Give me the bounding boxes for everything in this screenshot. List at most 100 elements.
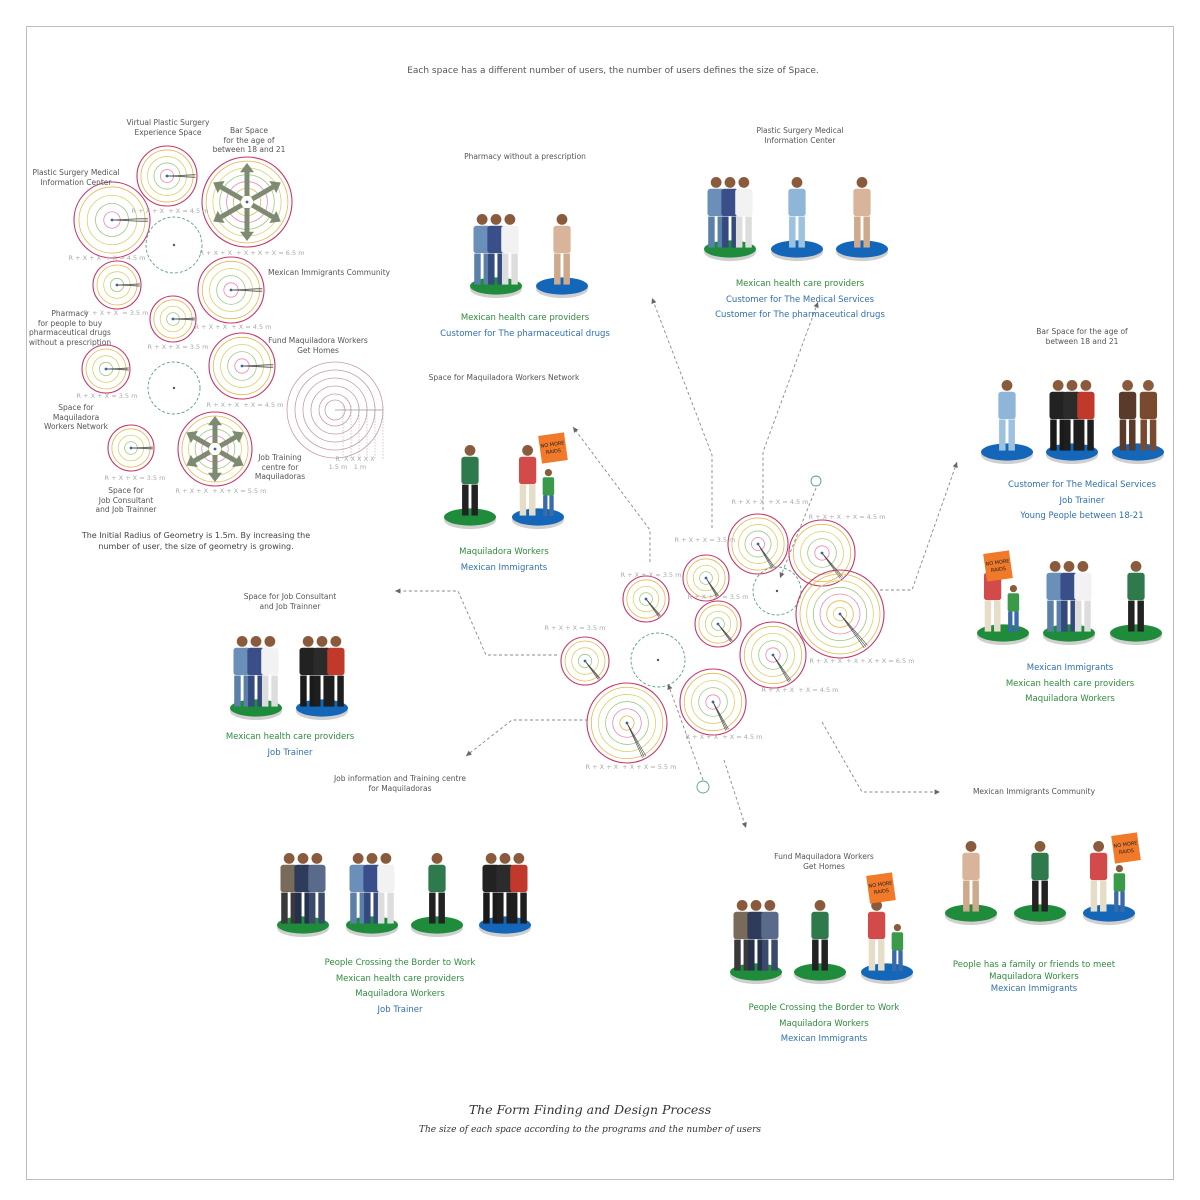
head	[893, 924, 902, 932]
leg	[243, 675, 251, 707]
ring-inner	[751, 537, 765, 551]
arrow-head	[813, 302, 819, 308]
cformula-bottom-mid: R + X + X + X = 4.5 m	[685, 733, 763, 741]
person-figure	[1113, 865, 1126, 913]
leg	[327, 675, 335, 707]
ring-inner	[692, 564, 720, 592]
sign-text: NO MORERAIDS	[985, 558, 1011, 574]
ring-center-dot	[625, 721, 629, 725]
platform-bar-suits	[1046, 380, 1098, 465]
scale-r-label: R X X X X X	[335, 455, 375, 463]
torso	[542, 477, 555, 496]
ring-center-dot	[583, 659, 587, 663]
torso	[707, 188, 725, 217]
center-dashed-lower	[630, 632, 686, 688]
leg	[497, 892, 504, 924]
arrow-head	[573, 427, 579, 433]
leg	[563, 253, 570, 285]
leg	[1064, 419, 1071, 451]
group-line-bar: Young People between 18-21	[1020, 511, 1144, 521]
leg	[506, 892, 513, 924]
torso	[1077, 391, 1095, 420]
head	[1143, 380, 1154, 391]
leg	[438, 892, 445, 924]
platform-community-immigrants	[1083, 841, 1135, 926]
radius-line	[705, 577, 718, 598]
arrow-line	[723, 759, 747, 829]
entry-node-bottom	[696, 780, 710, 794]
torso	[721, 188, 739, 217]
ring-center-dot	[165, 174, 169, 178]
arrow-line	[572, 426, 651, 562]
leg	[735, 216, 743, 248]
head	[250, 636, 262, 647]
ring-small-center	[149, 295, 197, 343]
platform-bar2-worker	[1110, 561, 1162, 646]
platform-plastic-woman	[836, 177, 888, 262]
torso	[294, 864, 312, 893]
spoke-shaft	[192, 449, 212, 464]
torso	[1063, 391, 1081, 420]
radius-line	[626, 722, 647, 757]
cformula-big-right: R + X + X + X + X + X = 6.5 m	[809, 657, 915, 665]
torso	[482, 864, 500, 893]
person-figure	[1089, 841, 1108, 912]
head	[1001, 380, 1013, 391]
person-figure	[1063, 380, 1081, 451]
ring-outer	[149, 295, 197, 343]
torso	[1060, 572, 1078, 601]
center-ring-bottom-mid	[679, 668, 747, 736]
label-pharmacy: Pharmacy for people to buy pharmaceutica…	[28, 309, 112, 347]
platform-disc	[346, 916, 398, 934]
arrow-line	[880, 461, 958, 591]
leg	[821, 939, 828, 971]
radius-line	[111, 219, 149, 223]
head	[764, 900, 776, 911]
group-line-plastic: Customer for The pharmaceutical drugs	[715, 310, 885, 320]
page-header: Each space has a different number of use…	[407, 66, 819, 76]
leg	[748, 939, 755, 971]
head	[750, 900, 762, 911]
group-line-training: Maquiladora Workers	[355, 989, 445, 999]
leg	[1100, 880, 1107, 912]
ring-inner	[698, 604, 738, 644]
head	[236, 636, 248, 647]
ring-plastic	[73, 181, 151, 259]
leg	[234, 675, 241, 707]
leg	[1074, 600, 1082, 632]
torso	[1074, 572, 1092, 601]
torso	[349, 864, 367, 893]
torso	[1049, 391, 1067, 420]
ring-inner	[799, 573, 881, 655]
ring-center-dot	[240, 364, 244, 368]
arrow-to-community	[821, 721, 940, 795]
head	[1063, 561, 1075, 572]
leg	[474, 253, 481, 285]
person-figure	[1031, 841, 1049, 912]
arrow-entry-top	[779, 487, 817, 579]
head	[316, 636, 328, 647]
group-line-pharmacy: Customer for The pharmaceutical drugs	[440, 328, 610, 339]
ring-center-dot	[756, 542, 760, 546]
head	[499, 853, 511, 864]
sign-text: NO MORERAIDS	[1113, 840, 1139, 856]
leg	[1129, 419, 1136, 451]
torso	[280, 864, 298, 893]
head	[1034, 841, 1046, 852]
torso	[487, 225, 505, 254]
torso	[247, 647, 265, 676]
leg	[812, 939, 819, 971]
platform-disc	[411, 916, 463, 934]
sign-text-line: NO MORE	[868, 880, 893, 889]
leg	[373, 892, 380, 924]
cformula-right-low: R + X + X + X = 4.5 m	[761, 686, 839, 694]
head	[366, 853, 378, 864]
torso	[1139, 391, 1158, 420]
torso	[308, 864, 326, 893]
entry-node-top	[810, 475, 822, 487]
scale-diagram	[286, 361, 384, 460]
ring-center-dot	[104, 367, 108, 371]
group-line-network: Maquiladora Workers	[459, 547, 549, 557]
arrow-head	[741, 822, 747, 828]
